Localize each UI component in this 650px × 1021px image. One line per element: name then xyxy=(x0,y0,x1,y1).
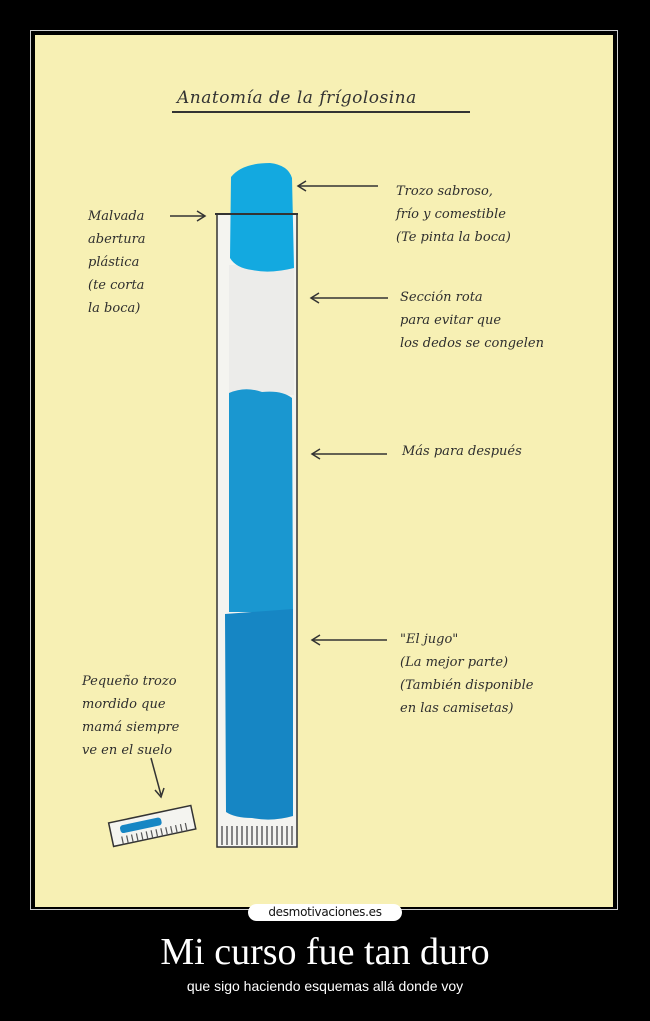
label-juice: "El jugo" (La mejor parte) (También disp… xyxy=(400,632,534,716)
arrow-right-2 xyxy=(309,292,388,304)
arrow-right-1 xyxy=(296,180,378,192)
label-more-later: Más para después xyxy=(402,444,522,459)
label-plastic-opening: Malvada abertura plástica (te corta la b… xyxy=(88,209,146,316)
label-broken-section: Sección rota para evitar que los dedos s… xyxy=(400,290,544,351)
bottom-crimp xyxy=(221,826,293,845)
arrow-down-bitten xyxy=(150,757,165,799)
juice-piece xyxy=(225,609,293,820)
poster-image xyxy=(35,35,613,907)
label-tasty-piece: Trozo sabroso, frío y comestible (Te pin… xyxy=(396,184,511,245)
title-underline xyxy=(172,111,470,113)
tasty-piece xyxy=(230,163,294,272)
caption-subtitle: que sigo haciendo esquemas allá donde vo… xyxy=(186,978,464,994)
watermark-badge: desmotivaciones.es xyxy=(248,904,402,921)
broken-section xyxy=(229,265,294,395)
poster-title: Anatomía de la frígolosina xyxy=(177,88,417,108)
arrow-right-3 xyxy=(310,448,387,460)
later-piece xyxy=(229,389,293,612)
arrow-right-4 xyxy=(310,634,387,646)
caption-title: Mi curso fue tan duro xyxy=(160,931,490,973)
bitten-piece xyxy=(107,804,197,848)
arrow-left-top xyxy=(170,210,207,222)
label-bitten-piece: Pequeño trozo mordido que mamá siempre v… xyxy=(82,674,180,758)
